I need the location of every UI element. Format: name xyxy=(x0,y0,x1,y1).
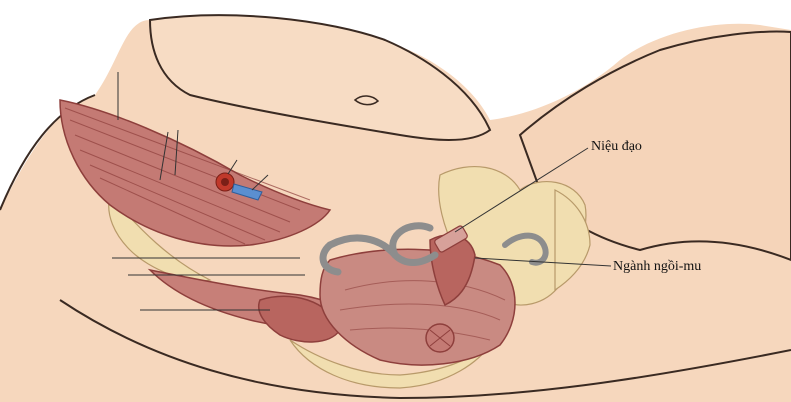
label-ischiopubic-ramus: Ngành ngồi-mu xyxy=(613,259,701,275)
label-urethra: Niệu đạo xyxy=(591,139,642,155)
